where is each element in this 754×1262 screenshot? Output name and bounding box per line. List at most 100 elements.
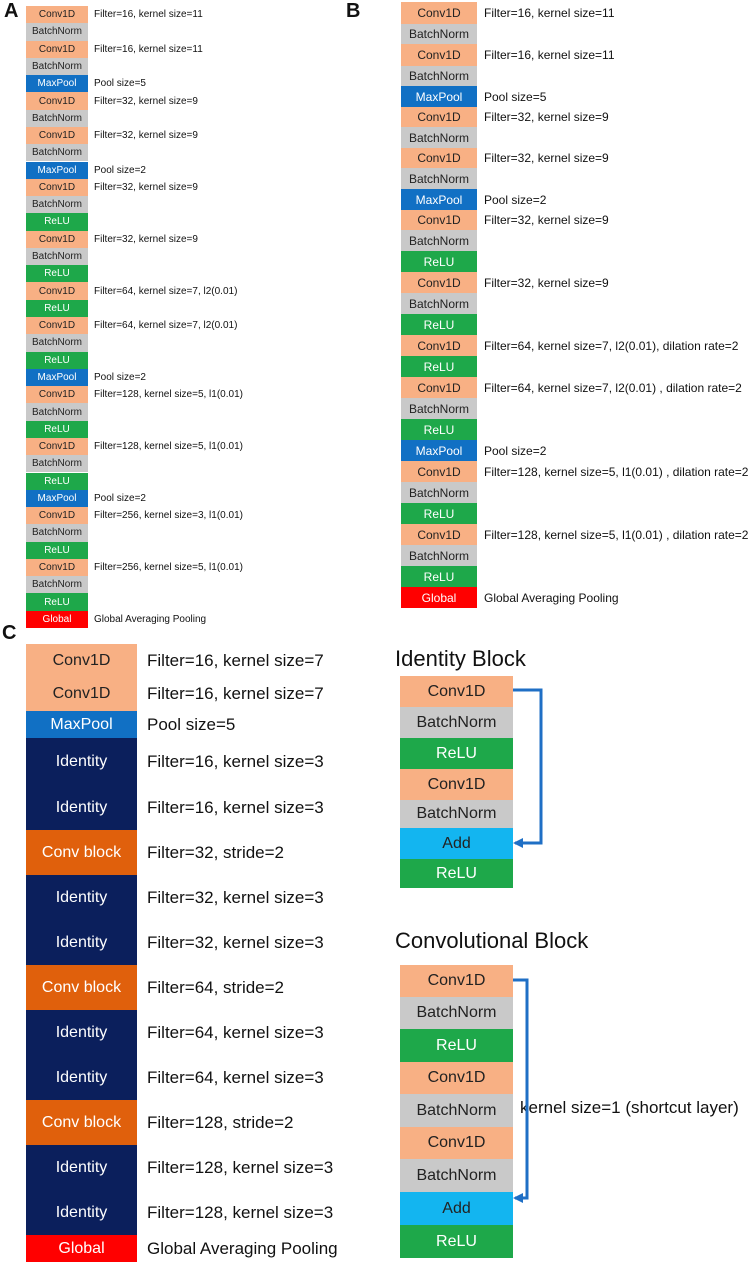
- conv1d-layer: Conv1D: [26, 507, 88, 525]
- layer-parameters: Filter=32, kernel size=9: [94, 95, 198, 107]
- maxpool-layer: MaxPool: [26, 711, 137, 738]
- layer-parameters: Filter=64, kernel size=7, l2(0.01): [94, 320, 238, 332]
- layer-parameters: Filter=32, kernel size=9: [484, 110, 609, 124]
- identity-block: Identity: [26, 920, 137, 965]
- relu-layer: ReLU: [26, 351, 88, 369]
- conv1d-layer: Conv1D: [26, 40, 88, 58]
- conv1d-layer: Conv1D: [26, 92, 88, 110]
- identity-block: Identity: [26, 1010, 137, 1055]
- conv1d-layer: Conv1D: [26, 558, 88, 577]
- identity-block: Identity: [26, 785, 137, 830]
- relu-layer: ReLU: [26, 593, 88, 611]
- conv1d-layer: Conv1D: [26, 126, 88, 145]
- conv1d-layer: Conv1D: [26, 282, 88, 300]
- maxpool-layer: MaxPool: [26, 161, 88, 179]
- relu-layer: ReLU: [401, 419, 477, 440]
- layer-parameters: Pool size=2: [484, 443, 547, 458]
- layer-parameters: Filter=64, kernel size=3: [147, 1067, 324, 1087]
- relu-layer: ReLU: [401, 314, 477, 335]
- batchnorm-layer: BatchNorm: [26, 247, 88, 266]
- layer-parameters: Filter=128, stride=2: [147, 1112, 294, 1132]
- layer-parameters: Global Averaging Pooling: [147, 1238, 338, 1258]
- conv1d-layer: Conv1D: [26, 6, 88, 24]
- batchnorm-layer: BatchNorm: [401, 293, 477, 314]
- add-layer: Add: [400, 1192, 513, 1225]
- layer-parameters: Filter=32, kernel size=9: [94, 233, 198, 245]
- layer-parameters: Filter=32, kernel size=9: [484, 275, 609, 290]
- conv1d-layer: Conv1D: [26, 178, 88, 197]
- conv1d-layer: Conv1D: [26, 317, 88, 335]
- layer-parameters: Filter=16, kernel size=11: [484, 6, 615, 20]
- identity-block: Identity: [26, 738, 137, 785]
- identity-block: Identity: [26, 1145, 137, 1190]
- global-pooling-layer: Global: [26, 610, 88, 628]
- conv1d-layer: Conv1D: [26, 677, 137, 711]
- identity-block: Identity: [26, 1190, 137, 1235]
- relu-layer: ReLU: [26, 213, 88, 231]
- maxpool-layer: MaxPool: [26, 75, 88, 93]
- layer-parameters: Filter=128, kernel size=3: [147, 1202, 334, 1222]
- conv1d-layer: Conv1D: [400, 676, 513, 707]
- panel-c-label: C: [2, 622, 17, 644]
- panel-a-label: A: [4, 0, 19, 22]
- layer-parameters: Filter=32, kernel size=9: [94, 181, 198, 193]
- maxpool-layer: MaxPool: [401, 86, 477, 107]
- layer-parameters: Global Averaging Pooling: [484, 590, 619, 605]
- batchnorm-layer: BatchNorm: [400, 707, 513, 738]
- conv1d-layer: Conv1D: [401, 461, 477, 482]
- layer-parameters: Filter=128, kernel size=5, l1(0.01) , di…: [484, 527, 749, 542]
- layer-parameters: Filter=128, kernel size=3: [147, 1157, 334, 1177]
- batchnorm-layer: BatchNorm: [401, 230, 477, 251]
- layer-parameters: Filter=16, kernel size=7: [147, 684, 324, 703]
- convolutional-block-title: Convolutional Block: [395, 928, 589, 953]
- conv1d-layer: Conv1D: [401, 2, 477, 24]
- relu-layer: ReLU: [400, 1225, 513, 1258]
- conv1d-layer: Conv1D: [400, 769, 513, 800]
- relu-layer: ReLU: [26, 299, 88, 317]
- layer-parameters: Pool size=5: [484, 89, 547, 104]
- identity-block: Identity: [26, 1055, 137, 1100]
- batchnorm-layer: BatchNorm: [26, 57, 88, 76]
- conv1d-layer: Conv1D: [26, 230, 88, 248]
- relu-layer: ReLU: [401, 251, 477, 272]
- relu-layer: ReLU: [400, 1029, 513, 1062]
- conv1d-layer: Conv1D: [401, 107, 477, 127]
- batchnorm-layer: BatchNorm: [401, 24, 477, 44]
- relu-layer: ReLU: [26, 265, 88, 283]
- conv1d-layer: Conv1D: [401, 524, 477, 545]
- maxpool-layer: MaxPool: [401, 189, 477, 210]
- global-pooling-layer: Global: [401, 587, 477, 608]
- layer-parameters: Filter=16, kernel size=3: [147, 751, 324, 771]
- panel-b-label: B: [346, 0, 361, 22]
- layer-parameters: Filter=16, kernel size=11: [94, 43, 203, 55]
- layer-parameters: Filter=32, kernel size=9: [484, 151, 609, 165]
- layer-parameters: Filter=128, kernel size=5, l1(0.01) , di…: [484, 464, 749, 479]
- conv1d-layer: Conv1D: [26, 644, 137, 677]
- conv1d-layer: Conv1D: [401, 44, 477, 66]
- conv-block: Conv block: [26, 830, 137, 875]
- relu-layer: ReLU: [401, 503, 477, 524]
- layer-parameters: Filter=128, kernel size=5, l1(0.01): [94, 389, 243, 401]
- convblock-skip-arrow: [513, 978, 529, 1203]
- identity-block-title: Identity Block: [395, 646, 526, 671]
- maxpool-layer: MaxPool: [26, 368, 88, 387]
- layer-parameters: Filter=256, kernel size=3, l1(0.01): [94, 510, 243, 522]
- layer-parameters: Filter=64, kernel size=7, l2(0.01) , dil…: [484, 380, 742, 395]
- layer-parameters: Filter=64, kernel size=7, l2(0.01): [94, 285, 238, 297]
- conv1d-layer: Conv1D: [401, 377, 477, 398]
- batchnorm-layer: BatchNorm: [401, 482, 477, 503]
- layer-parameters: Global Averaging Pooling: [94, 613, 207, 625]
- conv-block: Conv block: [26, 1100, 137, 1145]
- add-layer: Add: [400, 828, 513, 859]
- batchnorm-layer: BatchNorm: [401, 127, 477, 148]
- conv1d-layer: Conv1D: [400, 1062, 513, 1094]
- batchnorm-layer: BatchNorm: [26, 403, 88, 421]
- layer-parameters: Filter=16, kernel size=3: [147, 797, 324, 817]
- relu-layer: ReLU: [400, 738, 513, 769]
- layer-parameters: Pool size=5: [94, 78, 146, 90]
- layer-parameters: Pool size=2: [94, 164, 146, 176]
- relu-layer: ReLU: [400, 859, 513, 888]
- batchnorm-layer: BatchNorm: [401, 398, 477, 419]
- layer-parameters: Pool size=5: [147, 714, 236, 734]
